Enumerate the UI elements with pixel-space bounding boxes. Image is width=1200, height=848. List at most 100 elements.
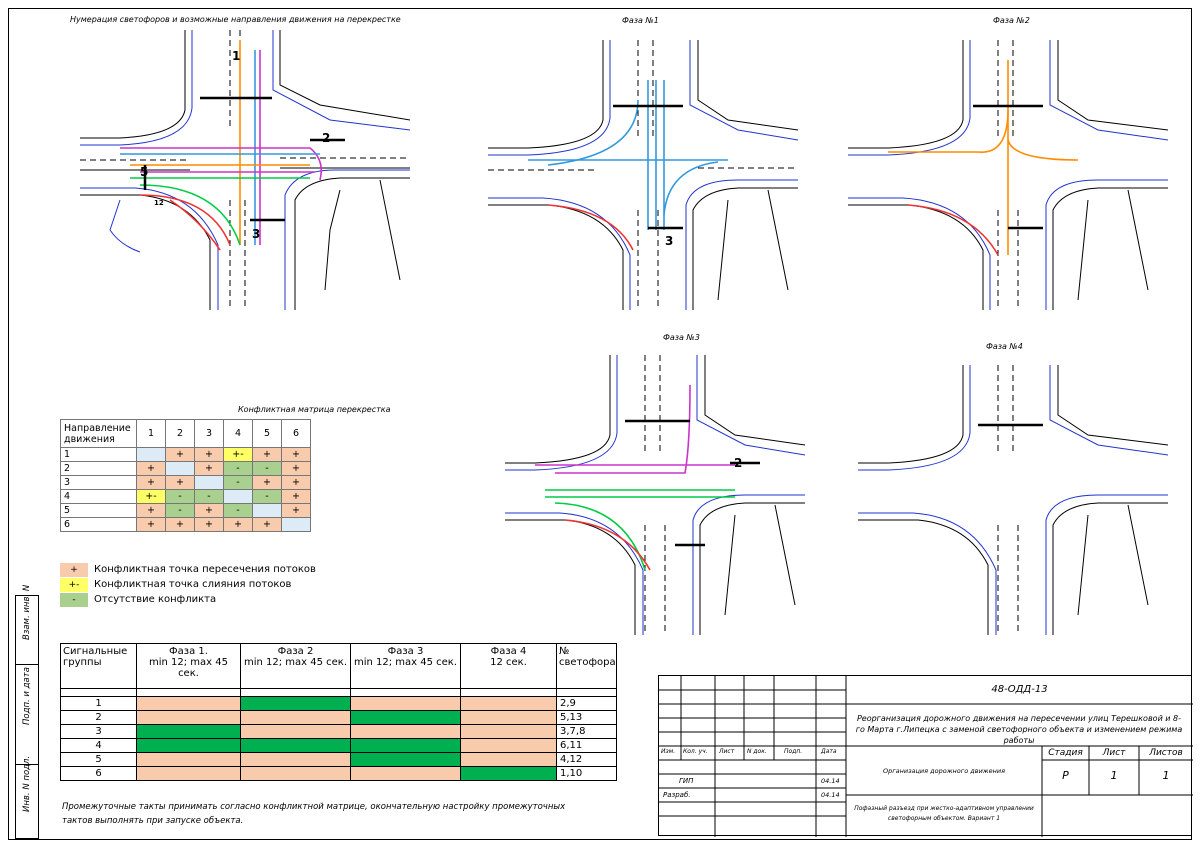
matrix-cell: +- xyxy=(223,447,253,462)
legend-item: -Отсутствие конфликта xyxy=(60,592,316,607)
tb-col-izm: Изм. xyxy=(661,748,676,755)
signal-lights: 1,10 xyxy=(556,766,617,781)
matrix-row: 4+----+ xyxy=(60,489,311,504)
matrix-col-header: 3 xyxy=(194,419,224,448)
matrix-cell: +- xyxy=(136,489,166,504)
signal-group-row: 3 3,7,8 xyxy=(60,724,617,739)
signal-lights: 2,9 xyxy=(556,696,617,711)
matrix-title: Конфликтная матрица перекрестка xyxy=(238,405,391,414)
legend-text: Конфликтная точка слияния потоков xyxy=(94,579,292,590)
phase-cell-red xyxy=(240,752,351,767)
phase-time: min 12; max 45 сек. xyxy=(149,657,228,679)
matrix-col-header: 5 xyxy=(252,419,282,448)
signal-group-number: 3 xyxy=(60,724,137,739)
phase4-plan xyxy=(858,365,1168,635)
matrix-cell: + xyxy=(165,475,195,490)
signal-lights: 3,7,8 xyxy=(556,724,617,739)
tb-col-ndoc: N док. xyxy=(747,748,767,755)
tb-col-podp: Подп. xyxy=(784,748,803,755)
phase-cell-red xyxy=(136,766,241,781)
tb-col-data: Дата xyxy=(821,748,837,755)
phase-cell-green xyxy=(460,766,557,781)
matrix-row: 6+++++ xyxy=(60,517,311,532)
label-1: 1 xyxy=(232,49,240,63)
phase-cell-green xyxy=(136,738,241,753)
legend-item: +-Конфликтная точка слияния потоков xyxy=(60,577,316,592)
phase-time: min 12; max 45 сек. xyxy=(353,657,458,668)
phase-cell-red xyxy=(240,766,351,781)
phase-cell-green xyxy=(350,738,461,753)
matrix-cell: + xyxy=(281,461,311,476)
signal-group-number: 6 xyxy=(60,766,137,781)
phase-cell-red xyxy=(350,696,461,711)
bottom-note: Промежуточные такты принимать согласно к… xyxy=(62,802,566,826)
legend-text: Конфликтная точка пересечения потоков xyxy=(94,564,316,575)
label-3: 3 xyxy=(252,227,260,241)
tb-stage-label: Стадия xyxy=(1048,748,1083,758)
matrix-row: 3++-++ xyxy=(60,475,311,490)
label-5: 5 xyxy=(140,165,148,179)
phase1-plan: 3 xyxy=(488,40,798,310)
matrix-row: 5+-+-+ xyxy=(60,503,311,518)
matrix-cell: + xyxy=(136,503,166,518)
tb-sheet: 1 xyxy=(1110,769,1118,782)
phase-cell-green xyxy=(136,724,241,739)
matrix-row-label: 6 xyxy=(60,517,137,532)
phase-cell-red xyxy=(460,738,557,753)
matrix-cell: + xyxy=(136,475,166,490)
matrix-legend: + Конфликтная точка пересечения потоков +-… xyxy=(60,562,316,607)
matrix-cell: + xyxy=(281,503,311,518)
matrix-cell: - xyxy=(194,489,224,504)
phase-cell-red xyxy=(136,710,241,725)
signal-lights: 5,13 xyxy=(556,710,617,725)
tb-doc-type: Организация дорожного движения xyxy=(882,767,1006,775)
matrix-cell xyxy=(223,489,253,504)
matrix-cell: + xyxy=(252,517,282,532)
matrix-cell: + xyxy=(252,475,282,490)
matrix-cell: + xyxy=(281,489,311,504)
phase-header: Фаза 1.min 12; max 45 сек. xyxy=(136,643,241,689)
intersection-plan-main: 1 2 3 5 12 xyxy=(80,30,410,310)
signal-group-number: 4 xyxy=(60,738,137,753)
caption-phase1: Фаза №1 xyxy=(622,16,659,25)
matrix-cell: - xyxy=(223,503,253,518)
matrix-cell: - xyxy=(165,489,195,504)
matrix-row-label: 3 xyxy=(60,475,137,490)
legend-swatch: + xyxy=(60,562,88,577)
title-block-grid xyxy=(659,676,1193,837)
phase-name: Фаза 4 xyxy=(490,646,527,657)
matrix-row-label: 1 xyxy=(60,447,137,462)
phase-cell-red xyxy=(460,724,557,739)
caption-numbering: Нумерация светофоров и возможные направл… xyxy=(70,15,401,24)
side-stamp-2: Подп. и дата xyxy=(15,665,39,765)
tb-code: 48-ОДД-13 xyxy=(991,684,1048,695)
phase-cell-red xyxy=(460,710,557,725)
tb-sheets: 1 xyxy=(1162,769,1170,782)
legend-text: Отсутствие конфликта xyxy=(94,594,217,605)
matrix-cell: + xyxy=(165,517,195,532)
p1-label-3: 3 xyxy=(665,234,673,248)
tb-title: Реорганизация дорожного движения на пере… xyxy=(855,714,1183,745)
matrix-cell xyxy=(136,447,166,462)
matrix-cell: + xyxy=(194,447,224,462)
matrix-cell: + xyxy=(194,503,224,518)
signal-group-number: 5 xyxy=(60,752,137,767)
matrix-cell: + xyxy=(252,447,282,462)
matrix-cell xyxy=(281,517,311,532)
drawing-sheet xyxy=(8,8,1192,840)
matrix-row-label: 4 xyxy=(60,489,137,504)
signal-group-number: 2 xyxy=(60,710,137,725)
matrix-cell: + xyxy=(136,461,166,476)
matrix-col-header: 1 xyxy=(136,419,166,448)
tb-drawing: Пофазный разъезд при жестко-адаптивном у… xyxy=(854,805,1034,822)
